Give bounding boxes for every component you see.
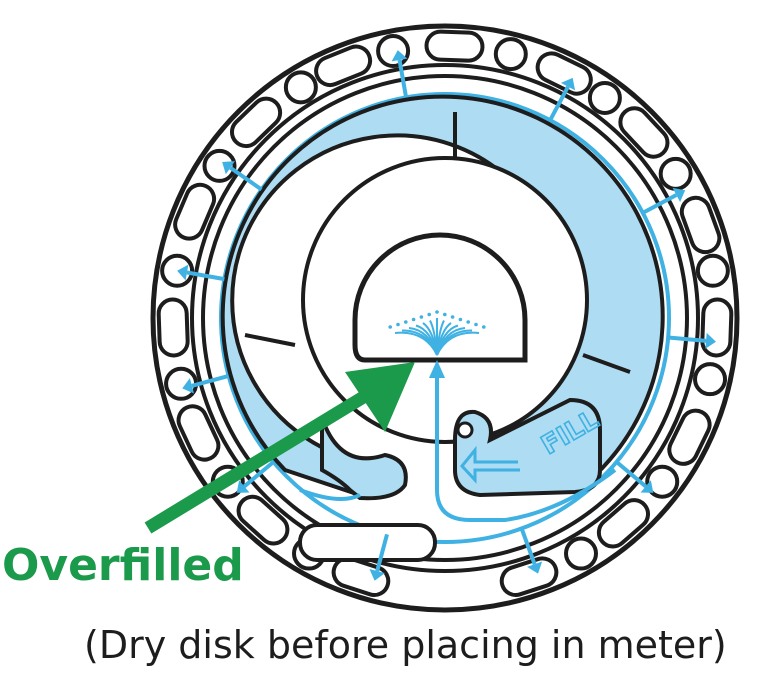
port-slot	[314, 44, 373, 88]
port-hole	[283, 70, 318, 105]
port-slot	[596, 498, 651, 549]
port-hole	[493, 37, 528, 72]
inner-ring-outer	[190, 63, 700, 573]
spray-droplet	[482, 325, 486, 329]
left-drain	[320, 417, 408, 501]
spray-droplet	[443, 312, 447, 317]
spray-stream	[436, 331, 480, 356]
flow-arrow	[182, 374, 230, 394]
spray-droplet	[435, 310, 439, 314]
flow-arrows	[177, 50, 716, 581]
inner-ring-inner	[201, 74, 689, 562]
port-slot	[679, 195, 722, 255]
inflow-arrowhead	[429, 360, 445, 378]
port-slot	[156, 297, 190, 358]
divider-right	[582, 353, 631, 374]
port-slot	[535, 51, 593, 96]
port-slot	[618, 106, 670, 159]
flow-arrow	[548, 77, 576, 122]
port-slot	[424, 29, 485, 63]
spray-droplet	[466, 320, 471, 324]
port-hole	[695, 253, 730, 288]
spray-droplet	[404, 320, 408, 324]
callout-arrow	[144, 362, 415, 534]
overflow-spray	[388, 310, 486, 378]
spray-droplet	[458, 317, 463, 322]
spray-droplet	[427, 312, 432, 317]
overfilled-label: Overfilled	[2, 540, 244, 591]
spray-droplet	[450, 315, 455, 319]
port-hole	[645, 464, 680, 499]
port-hole	[202, 148, 237, 183]
flow-arrow	[236, 460, 275, 493]
spray-droplet	[388, 325, 393, 329]
flow-arrow	[391, 50, 409, 98]
bottom-port-slot	[298, 523, 437, 562]
flow-arrow	[519, 527, 543, 574]
port-hole	[564, 536, 598, 571]
flow-arrow	[369, 533, 389, 581]
fill-port-hole	[456, 421, 474, 439]
port-hole	[587, 80, 622, 115]
port-slot	[236, 494, 290, 546]
port-slot	[331, 556, 391, 598]
fill-direction-arrow	[460, 445, 520, 484]
flow-arrow	[615, 460, 654, 493]
port-slot	[499, 556, 559, 598]
central-well	[352, 232, 528, 363]
port-hole	[376, 33, 411, 68]
spray-droplet	[396, 322, 400, 327]
port-slot	[667, 408, 712, 466]
flow-arrow	[177, 264, 225, 282]
flow-arrow	[222, 161, 263, 192]
port-ring	[156, 29, 734, 598]
port-slot	[176, 404, 221, 462]
feed-channel	[435, 372, 617, 522]
flow-arrow	[667, 332, 716, 349]
caption-text: (Dry disk before placing in meter)	[84, 623, 727, 667]
flow-arrow	[641, 187, 686, 215]
port-slot	[229, 96, 283, 149]
port-hole	[693, 362, 728, 397]
spray-droplet	[411, 317, 416, 322]
spray-droplet	[474, 322, 478, 327]
divider-left	[244, 333, 296, 347]
feed-branch-left	[299, 488, 361, 501]
port-hole	[164, 366, 199, 401]
spray-droplet	[419, 315, 424, 319]
port-hole	[658, 156, 693, 191]
port-slot	[173, 182, 217, 241]
